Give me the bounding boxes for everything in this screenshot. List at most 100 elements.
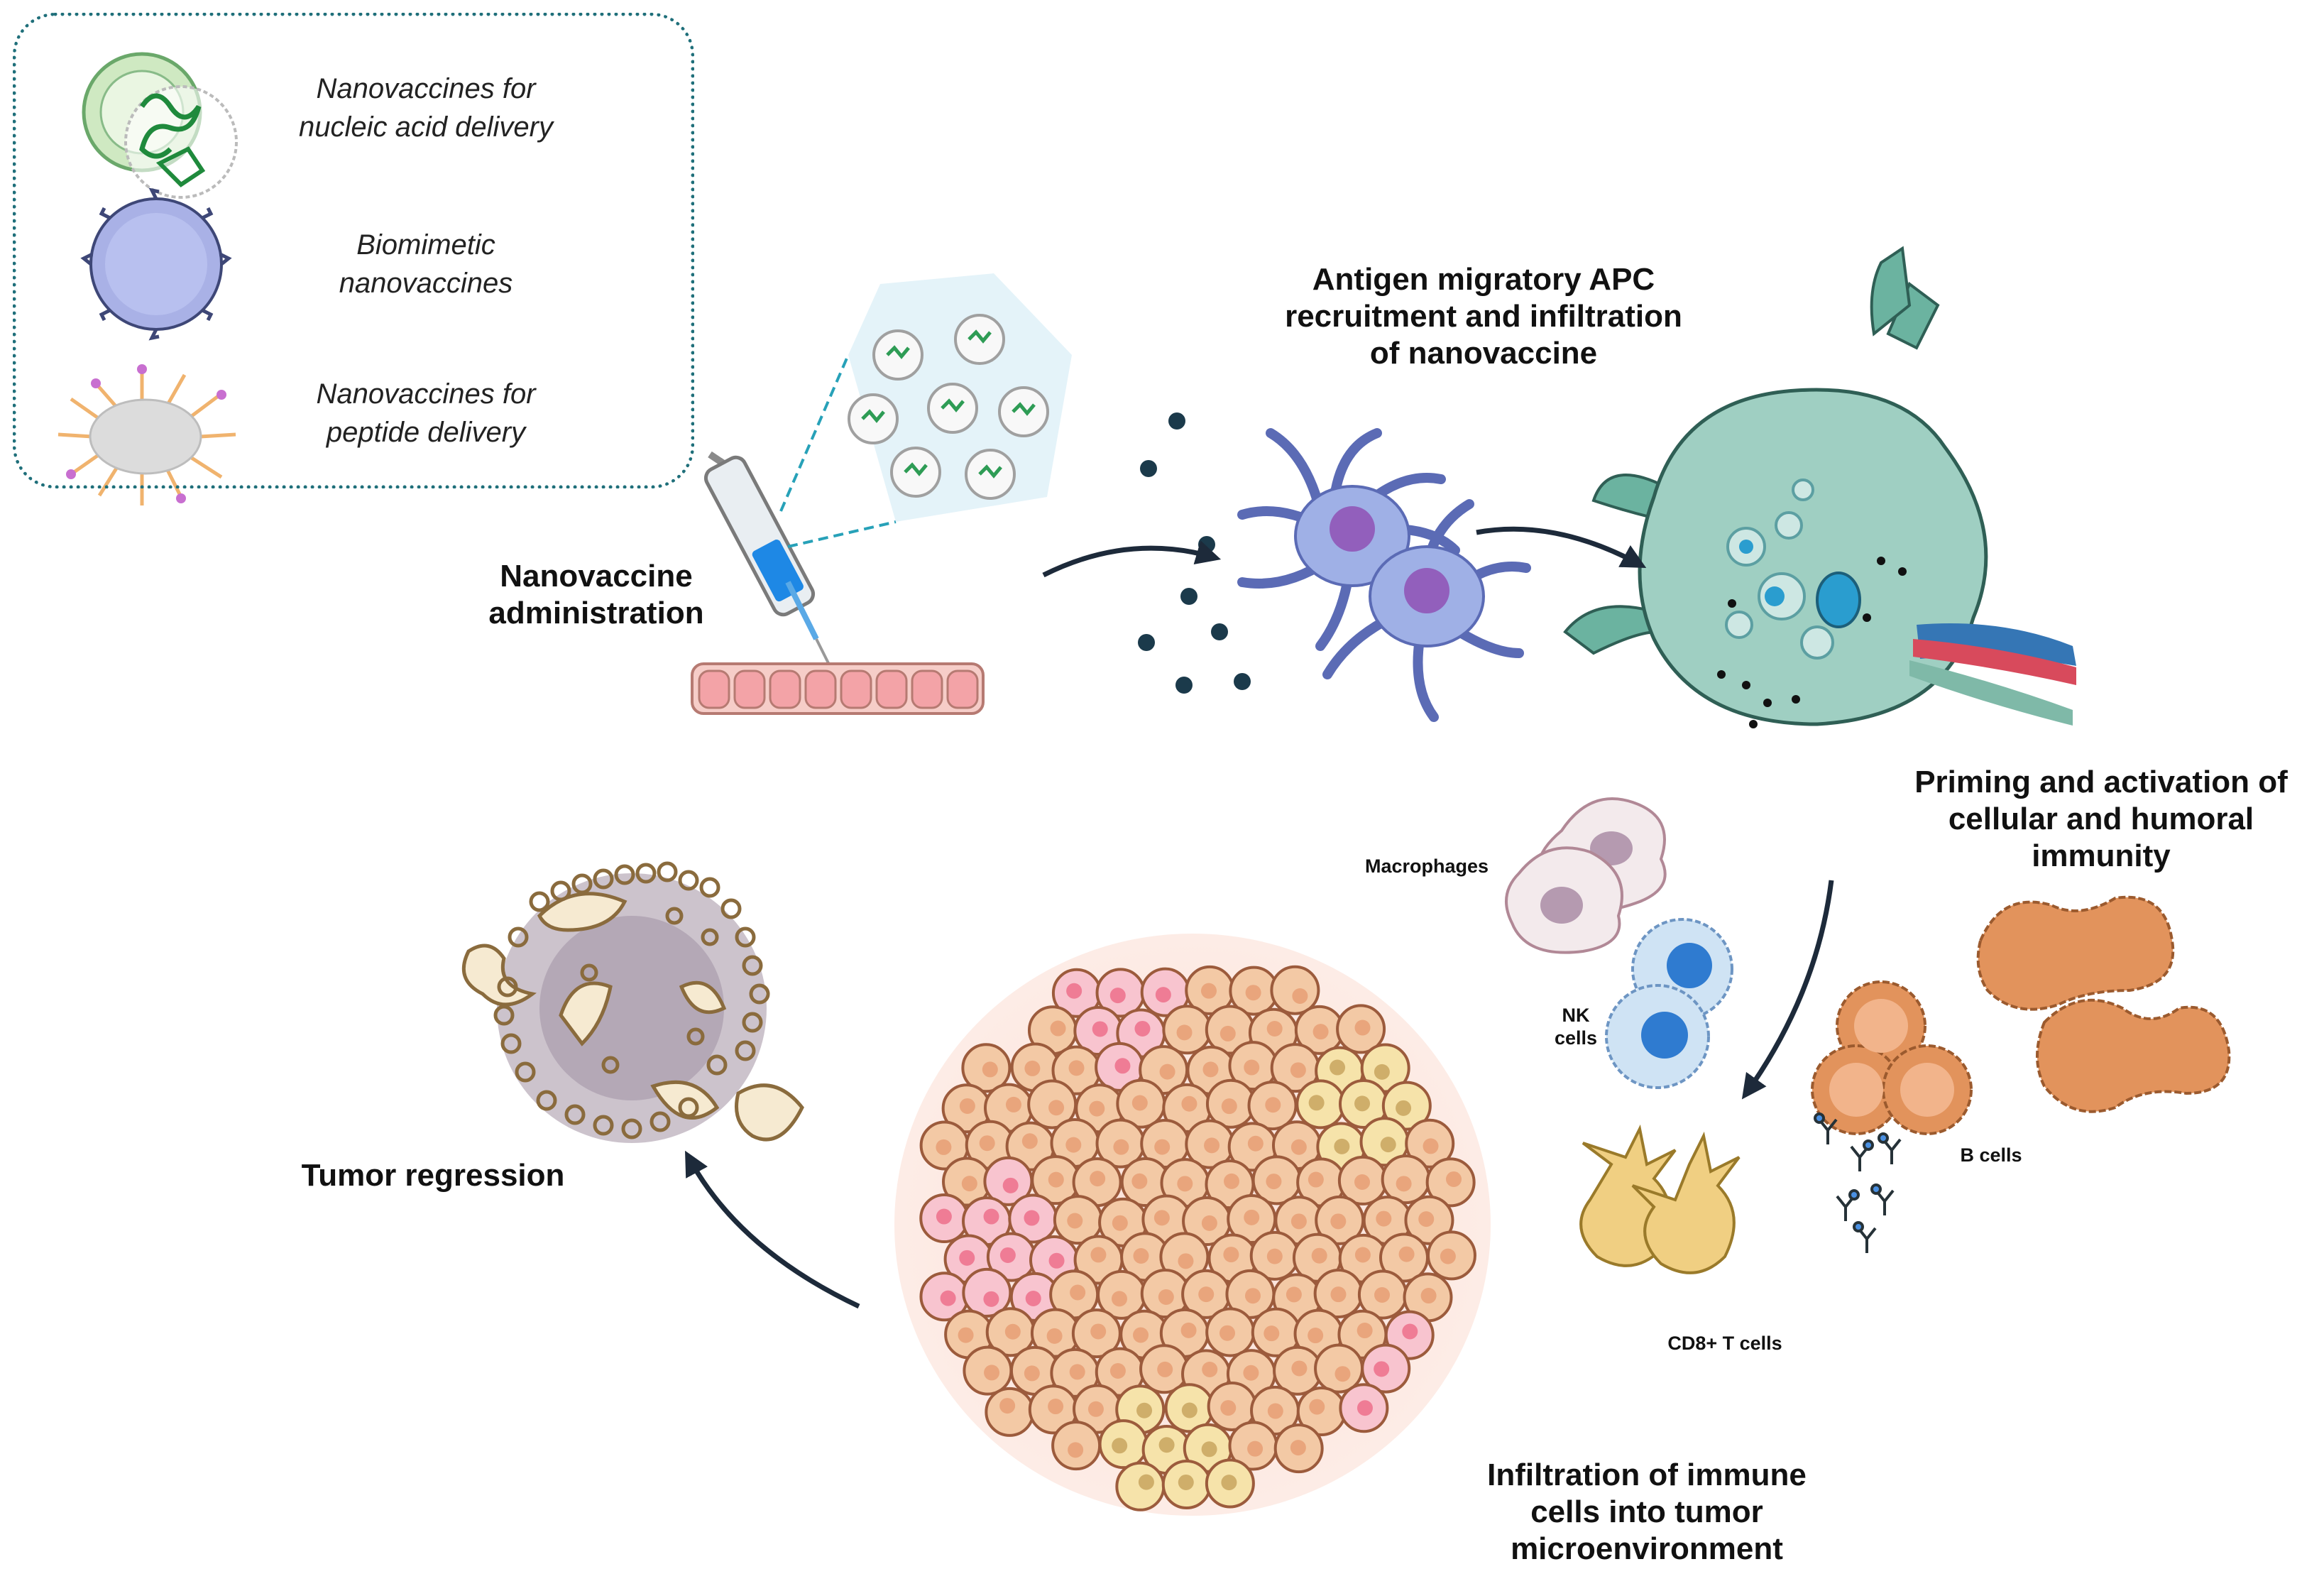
tumor-cell-nucleus — [1223, 1173, 1239, 1189]
arrow-administration-to-apc — [1042, 540, 1222, 578]
tumor-cell-nucleus — [1133, 1247, 1149, 1264]
tumor-cell-nucleus — [1201, 1441, 1217, 1458]
legend-label-line1: Nanovaccines for — [316, 73, 536, 104]
tumor-cell-nucleus — [1181, 1402, 1197, 1418]
step-label-regression: Tumor regression — [263, 1157, 603, 1194]
tumor-cell-nucleus — [1418, 1211, 1435, 1228]
tumor-cell-nucleus — [1025, 1291, 1041, 1307]
tumor-cell-nucleus — [1111, 1291, 1127, 1307]
tumor-cell-nucleus — [1204, 1137, 1220, 1154]
cell-label-b-cells: B cells — [1960, 1144, 2022, 1166]
tumor-cell-nucleus — [1069, 1364, 1085, 1380]
tumor-cell-nucleus — [1243, 1365, 1259, 1381]
tumor-cell-nucleus — [1131, 1173, 1148, 1189]
tumor-cell-nucleus — [1048, 1171, 1064, 1188]
tumor-cell-nucleus — [1177, 1176, 1193, 1192]
tumor-cell-nucleus — [1024, 1210, 1040, 1226]
tumor-cell-nucleus — [958, 1327, 974, 1343]
tumor-cell-nucleus — [1423, 1138, 1439, 1154]
tumor-cell-nucleus — [1290, 1139, 1307, 1155]
cell-label-line: NK — [1562, 1005, 1590, 1026]
tumor-cell-nucleus — [1290, 1440, 1306, 1456]
legend-label-line1: Nanovaccines for — [316, 378, 536, 410]
tumor-cell-nucleus — [1024, 1365, 1040, 1382]
tumor-cell-nucleus — [1376, 1210, 1392, 1227]
tumor-cell-nucleus — [1198, 1286, 1215, 1303]
legend-item-biomimetic: Biomimetic nanovaccines — [259, 226, 593, 302]
nanovaccine-zoom-hexagon — [779, 273, 1072, 548]
tumor-cell-nucleus — [983, 1208, 999, 1225]
tumor-cell-nucleus — [1440, 1248, 1456, 1264]
legend-label-line1: Biomimetic — [356, 229, 495, 261]
tumor-cell-nucleus — [1134, 1020, 1151, 1037]
flow-arrows — [685, 526, 1834, 1309]
tumor-cell-nucleus — [1420, 1288, 1437, 1304]
apc-dendritic-cells — [1237, 428, 1531, 722]
cell-label-line: cells — [1554, 1027, 1598, 1049]
tumor-cell-nucleus — [1265, 1097, 1281, 1113]
tumor-cell-nucleus — [1090, 1323, 1107, 1340]
tumor-cell-nucleus — [1308, 1095, 1325, 1111]
tumor-cell-nucleus — [1244, 1209, 1260, 1225]
tumor-cell-nucleus — [1264, 1325, 1280, 1342]
tumor-cell-nucleus — [1109, 1362, 1126, 1379]
step-line: of nanovaccine — [1369, 335, 1598, 371]
tumor-cell-nucleus — [984, 1365, 1000, 1381]
tumor-cell-nucleus — [1245, 985, 1261, 1001]
tumor-cell-nucleus — [1267, 1403, 1283, 1419]
tumor-cell-nucleus — [1048, 1399, 1064, 1415]
tumor-cell-nucleus — [1202, 1061, 1219, 1078]
lymph-node — [1563, 246, 2076, 728]
step-line: administration — [488, 595, 704, 630]
tumor-cell-nucleus — [1113, 1139, 1129, 1155]
tumor-cell-nucleus — [1402, 1323, 1418, 1340]
tumor-microenvironment — [894, 934, 1491, 1516]
tumor-cell-nucleus — [1286, 1286, 1302, 1303]
legend-icon-biomimetic — [80, 187, 232, 341]
tumor-cell-nucleus — [983, 1291, 999, 1307]
antibodies — [1814, 1112, 1902, 1253]
cell-label-cd8: CD8+ T cells — [1667, 1333, 1782, 1354]
tumor-cell-nucleus — [1112, 1438, 1128, 1454]
tumor-cell-nucleus — [1356, 1323, 1373, 1339]
step-line: microenvironment — [1511, 1531, 1783, 1566]
tumor-cell-nucleus — [1311, 1247, 1327, 1264]
tumor-cell-nucleus — [1004, 1323, 1021, 1340]
tumor-cell-nucleus — [936, 1208, 952, 1225]
tumor-cell-nucleus — [1380, 1137, 1396, 1153]
tumor-cell-nucleus — [1200, 983, 1217, 999]
arrow-apc-to-lymph-node — [1476, 526, 1647, 568]
tumor-cell-nucleus — [1266, 1021, 1283, 1037]
tumor-cell-nucleus — [1330, 1286, 1347, 1303]
tumor-cell-nucleus — [1138, 1474, 1154, 1490]
tumor-cell-nucleus — [1244, 1059, 1260, 1076]
tumor-cell-nucleus — [1334, 1366, 1351, 1382]
tumor-cell-nucleus — [979, 1135, 995, 1152]
arrow-lymph-node-to-immune-cells — [1741, 880, 1834, 1100]
legend-label-line2: nanovaccines — [339, 268, 513, 299]
tumor-cell-nucleus — [1219, 1025, 1236, 1041]
tumor-cell-nucleus — [961, 1176, 977, 1192]
tumor-cell-nucleus — [1158, 1289, 1174, 1305]
tumor-cell-nucleus — [1202, 1362, 1218, 1378]
tumor-cell-nucleus — [1354, 1095, 1371, 1112]
step-line: Infiltration of immune — [1487, 1458, 1807, 1492]
tumor-cell-nucleus — [936, 1139, 952, 1155]
tumor-cell-nucleus — [1354, 1174, 1371, 1191]
tumor-cell-nucleus — [1046, 1328, 1063, 1344]
tumor-cell-nucleus — [1112, 1215, 1128, 1231]
tumor-cell-nucleus — [1050, 1020, 1066, 1037]
legend-label-line2: nucleic acid delivery — [299, 111, 553, 143]
tumor-cell-nucleus — [1354, 1019, 1371, 1036]
tumor-cell-nucleus — [940, 1290, 956, 1306]
tumor-cell-nucleus — [1066, 983, 1082, 999]
tumor-cell-nucleus — [1180, 1322, 1197, 1338]
tumor-cell-nucleus — [1290, 1062, 1306, 1078]
step-line: immunity — [2032, 838, 2171, 873]
tumor-cells — [919, 965, 1476, 1511]
tumor-cell-nucleus — [1374, 1361, 1390, 1377]
legend-item-nucleic-acid: Nanovaccines for nucleic acid delivery — [259, 70, 593, 146]
tumor-cell-nucleus — [1374, 1064, 1390, 1080]
step-label-administration: Nanovaccine administration — [454, 558, 738, 632]
